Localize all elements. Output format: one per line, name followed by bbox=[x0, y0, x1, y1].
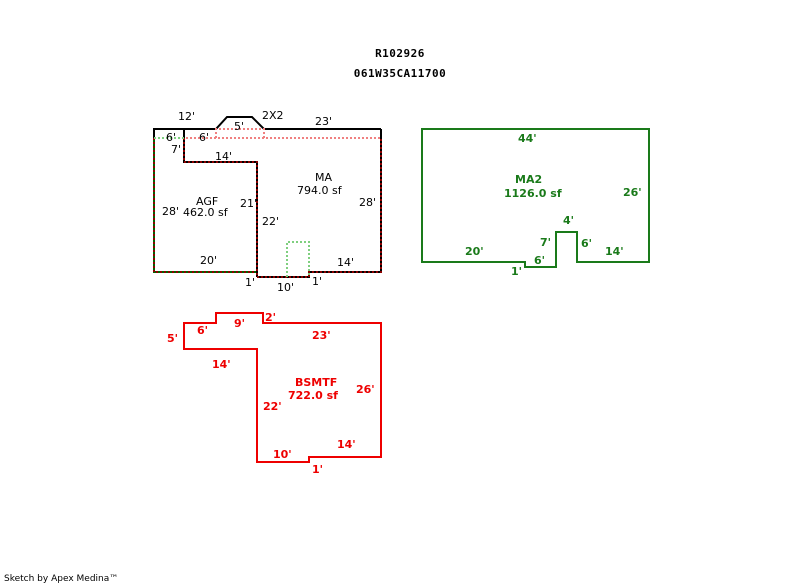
dim-notch-left-1: 1' bbox=[245, 276, 255, 289]
ma2-dim-bottom-right: 14' bbox=[605, 245, 624, 258]
bsmtf-dim-step-6: 6' bbox=[197, 324, 208, 337]
ma-name: MA bbox=[315, 171, 332, 184]
bsmtf-name: BSMTF bbox=[295, 376, 337, 389]
ma2-dim-notch-1: 1' bbox=[511, 265, 522, 278]
dim-agf-bottom: 20' bbox=[200, 254, 217, 267]
agf-name: AGF bbox=[196, 195, 218, 208]
ma2-dim-notch-6: 6' bbox=[534, 254, 545, 267]
dim-top-left: 12' bbox=[178, 110, 195, 123]
ma2-dim-right: 26' bbox=[623, 186, 642, 199]
ma2-dim-bottom-left: 20' bbox=[465, 245, 484, 258]
bsmtf-building: 5' 6' 9' 2' 23' 14' BSMTF 722.0 sf 22' 2… bbox=[167, 311, 382, 476]
ma-area: 794.0 sf bbox=[297, 184, 343, 197]
ma2-dim-top: 44' bbox=[518, 132, 537, 145]
bsmtf-dim-lower-14: 14' bbox=[212, 358, 231, 371]
ma2-dim-tab-top-4: 4' bbox=[563, 214, 574, 227]
dim-top-right: 23' bbox=[315, 115, 332, 128]
footer-credit: Sketch by Apex Medina™ bbox=[4, 574, 119, 584]
bsmtf-dim-step-2: 2' bbox=[265, 311, 276, 324]
ma-outline-dash bbox=[257, 138, 382, 278]
bsmtf-dim-bottom-14: 14' bbox=[337, 438, 356, 451]
ma2-name: MA2 bbox=[515, 173, 542, 186]
ma2-dim-tab-right-6: 6' bbox=[581, 237, 592, 250]
dim-ma-inner-22: 22' bbox=[262, 215, 279, 228]
main-building: 12' 2X2 5' 23' 6' 6' 7' 14' AGF 462.0 sf… bbox=[153, 109, 382, 294]
bsmtf-dim-inner-22: 22' bbox=[263, 400, 282, 413]
agf-ma-boundary-dash bbox=[183, 138, 258, 277]
agf-area: 462.0 sf bbox=[183, 206, 229, 219]
parcel-id: R102926 bbox=[375, 47, 425, 60]
map-number: 061W35CA11700 bbox=[353, 67, 447, 80]
bsmtf-dim-top-23: 23' bbox=[312, 329, 331, 342]
bsmtf-dim-top-9: 9' bbox=[234, 317, 245, 330]
dim-ma-bottom-14: 14' bbox=[337, 256, 354, 269]
ma2-area: 1126.0 sf bbox=[504, 187, 562, 200]
bsmtf-dim-left-5: 5' bbox=[167, 332, 178, 345]
dim-agf-inner-21: 21' bbox=[240, 197, 257, 210]
dim-green-6a: 6' bbox=[166, 131, 176, 144]
dim-ma-right: 28' bbox=[359, 196, 376, 209]
dim-notch-right-1: 1' bbox=[312, 275, 322, 288]
dim-green-6b: 6' bbox=[199, 131, 209, 144]
ma2-building: 44' MA2 1126.0 sf 26' 20' 1' 6' 7' 4' 6'… bbox=[421, 128, 650, 278]
bsmtf-dim-bottom-10: 10' bbox=[273, 448, 292, 461]
dim-agf-left: 28' bbox=[162, 205, 179, 218]
bsmtf-dim-right-26: 26' bbox=[356, 383, 375, 396]
bsmtf-area: 722.0 sf bbox=[288, 389, 338, 402]
ma-green-dotted-box bbox=[286, 241, 310, 277]
ma2-outline bbox=[421, 128, 650, 268]
dim-notch-bottom-10: 10' bbox=[277, 281, 294, 294]
bump-label: 2X2 bbox=[262, 109, 284, 122]
dim-left-7: 7' bbox=[171, 143, 181, 156]
agf-outline-red-dash bbox=[153, 138, 257, 273]
ma2-dim-tab-left-7: 7' bbox=[540, 236, 551, 249]
bsmtf-dim-notch-1: 1' bbox=[312, 463, 323, 476]
dim-inner-14: 14' bbox=[215, 150, 232, 163]
bsmtf-outline bbox=[183, 312, 382, 463]
dim-bump-width: 5' bbox=[234, 120, 244, 133]
bump-2x2-box bbox=[215, 128, 265, 138]
